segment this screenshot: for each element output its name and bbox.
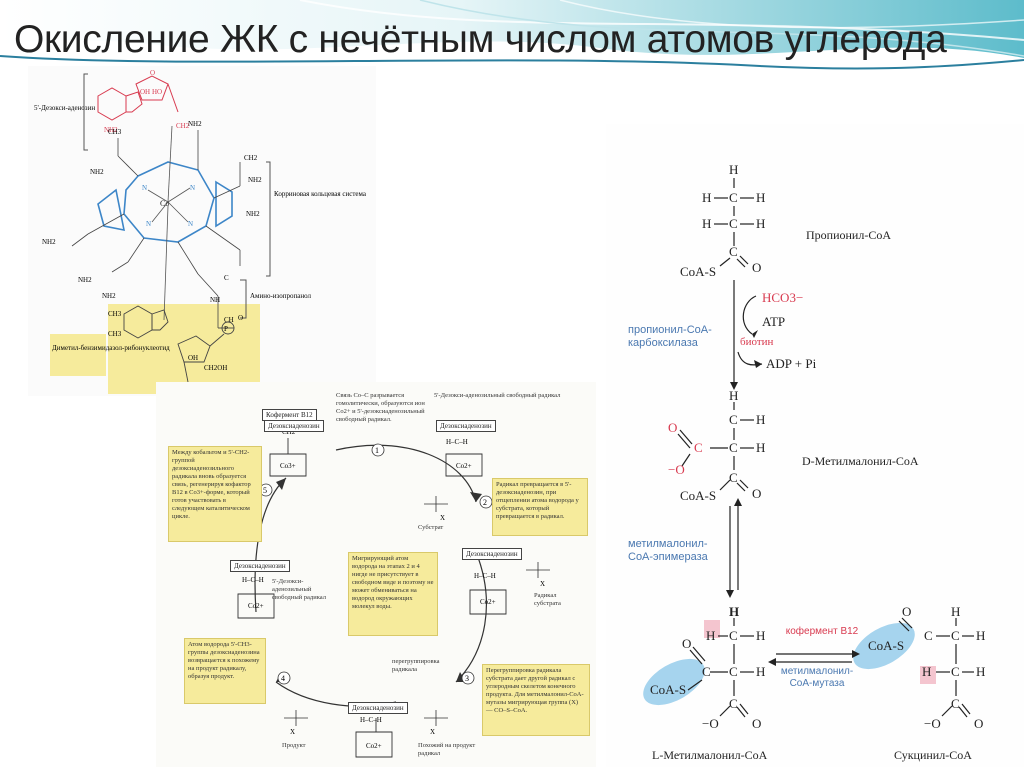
svg-text:N: N <box>146 220 151 228</box>
svg-text:CH3: CH3 <box>108 128 122 136</box>
svg-text:H–C–H: H–C–H <box>446 438 468 446</box>
svg-text:NH2: NH2 <box>42 238 56 246</box>
svg-text:H–C–H: H–C–H <box>360 716 382 724</box>
svg-text:Co2+: Co2+ <box>366 742 382 750</box>
svg-text:CH3: CH3 <box>108 310 122 318</box>
deoxyadenosine-box-mid-right: Дезоксиаденозин <box>462 548 522 560</box>
l-methylmalonyl-coa-name: L-Метилмалонил-CoA <box>652 748 768 762</box>
atp-reactant: ATP <box>762 314 786 329</box>
product-label: Продукт <box>282 742 306 749</box>
svg-text:CH2: CH2 <box>282 428 296 436</box>
svg-text:3: 3 <box>465 674 469 683</box>
step2-note-box: Радикал превращается в 5'-дезоксиаденози… <box>492 478 588 536</box>
slide-title: Окисление ЖК с нечётным числом атомов уг… <box>14 18 947 61</box>
svg-text:Co: Co <box>160 199 169 208</box>
propionyl-coa-name: Пропионил-CoA <box>806 228 892 242</box>
rearrangement-label: перегруппировка радикала <box>392 658 440 673</box>
svg-text:CH2: CH2 <box>176 122 190 130</box>
product-like-label: Похожий на продукт радикал <box>418 742 476 757</box>
svg-text:NH2: NH2 <box>188 120 202 128</box>
substrate-label: Субстрат <box>418 524 444 531</box>
svg-text:NH2: NH2 <box>90 168 104 176</box>
svg-text:NH2: NH2 <box>248 176 262 184</box>
radical-label-top: 5'-Дезокси-аденозильный свободный радика… <box>434 392 561 399</box>
nucleotide-highlight <box>108 304 260 394</box>
coenzyme-b12-cofactor: кофермент B12 <box>785 626 859 637</box>
svg-text:X: X <box>290 728 295 736</box>
svg-text:5'-Дезокси-аденозин: 5'-Дезокси-аденозин <box>34 104 95 112</box>
svg-text:N: N <box>142 184 147 192</box>
adp-pi-product: ADP + Pi <box>766 356 817 371</box>
pathway-diagram <box>643 178 974 718</box>
svg-text:CH: CH <box>224 316 234 324</box>
svg-text:4: 4 <box>281 674 285 683</box>
svg-text:CH2OH: CH2OH <box>204 364 227 372</box>
h-highlight-left <box>704 620 720 638</box>
b12-structure-diagram: OH HO O CH2 NH2 5'-Дезокси-аденозин Co N <box>34 69 367 394</box>
cycle-diagram: Co3+ Co2+ Co2+ Co2+ Co2+ CH2 H–C–H H–C–H… <box>237 428 550 758</box>
nucleotide-label-highlight <box>50 334 106 376</box>
svg-text:NH2: NH2 <box>246 210 260 218</box>
svg-text:NH: NH <box>210 296 220 304</box>
svg-text:Co2+: Co2+ <box>248 602 264 610</box>
step4-note-box: Атом водорода 5'-CH3-группы дезоксиадено… <box>184 638 266 704</box>
svg-text:X: X <box>540 580 545 588</box>
mutase-enzyme: метилмалонил-CoA-мутаза <box>780 666 854 689</box>
svg-text:OH: OH <box>188 354 198 362</box>
svg-text:Co3+: Co3+ <box>280 462 296 470</box>
svg-text:NH2: NH2 <box>102 292 116 300</box>
deoxyadenosine-box-bottom: Дезоксиаденозин <box>348 702 408 714</box>
biotin-cofactor: биотин <box>740 336 774 348</box>
b12-cycle-panel: Co3+ Co2+ Co2+ Co2+ Co2+ CH2 H–C–H H–C–H… <box>156 382 596 767</box>
deoxyadenosine-box-right: Дезоксиаденозин <box>436 420 496 432</box>
step5-note-box: Между кобальтом и 5'-CH2-группой дезокси… <box>168 446 262 542</box>
svg-text:N: N <box>188 220 193 228</box>
hco3-reactant: HCO3− <box>762 290 804 305</box>
step3-note-box: Перегруппировка радикала субстрата дает … <box>482 664 590 736</box>
coas-highlight-left <box>643 658 705 706</box>
svg-text:CH2: CH2 <box>244 154 258 162</box>
svg-text:Корриновая кольцевая система: Корриновая кольцевая система <box>274 190 367 198</box>
carboxylase-enzyme: пропионил-CoA-карбоксилаза <box>628 324 712 349</box>
svg-text:P: P <box>224 325 228 333</box>
substrate-radical-label: Радикал субстрата <box>534 592 561 607</box>
hydrogen-migration-note-box: Мигрирующий атом водорода на этапах 2 и … <box>348 552 438 636</box>
h-highlight-right <box>920 666 936 684</box>
coas-highlight-right <box>853 622 915 670</box>
svg-text:Co2+: Co2+ <box>456 462 472 470</box>
b12-structure-panel: OH HO O CH2 NH2 5'-Дезокси-аденозин Co N <box>28 66 376 396</box>
svg-text:Диметил-бензимидазол-рибонукле: Диметил-бензимидазол-рибонуклеотид <box>52 344 170 352</box>
svg-text:O: O <box>150 69 155 77</box>
svg-text:H–C–H: H–C–H <box>242 576 264 584</box>
svg-text:C: C <box>224 274 229 282</box>
propionyl-pathway-panel: H H C H H C H C O CoA-S Пропионил-CoA HC… <box>606 124 1024 767</box>
radical-label-left: 5'-Дезокси-аденозильный свободный радика… <box>272 578 326 601</box>
deoxyadenosine-box-left: Дезоксиаденозин <box>230 560 290 572</box>
svg-text:O: O <box>238 314 243 322</box>
svg-text:HO: HO <box>152 88 162 96</box>
svg-text:X: X <box>440 514 445 522</box>
d-methylmalonyl-coa-name: D-Метилмалонил-CoA <box>802 454 919 468</box>
svg-text:Амино-изопропанол: Амино-изопропанол <box>250 292 312 300</box>
svg-text:NH2: NH2 <box>104 126 118 134</box>
svg-text:N: N <box>190 184 195 192</box>
svg-text:Co2+: Co2+ <box>480 598 496 606</box>
svg-text:5: 5 <box>263 486 267 495</box>
svg-text:NH2: NH2 <box>78 276 92 284</box>
svg-text:X: X <box>430 728 435 736</box>
svg-text:CH3: CH3 <box>108 330 122 338</box>
svg-text:OH: OH <box>140 88 150 96</box>
svg-text:1: 1 <box>375 446 379 455</box>
epimerase-enzyme: метилмалонил-CoA-эпимераза <box>628 538 708 563</box>
step1-note: Связь Co–C разрывается гомолитически, об… <box>336 392 425 423</box>
svg-text:2: 2 <box>483 498 487 507</box>
svg-text:H–C–H: H–C–H <box>474 572 496 580</box>
deoxyadenosine-box-top: Дезоксиаденозин <box>264 420 324 432</box>
succinyl-coa-name: Сукцинил-CoA <box>894 748 972 762</box>
